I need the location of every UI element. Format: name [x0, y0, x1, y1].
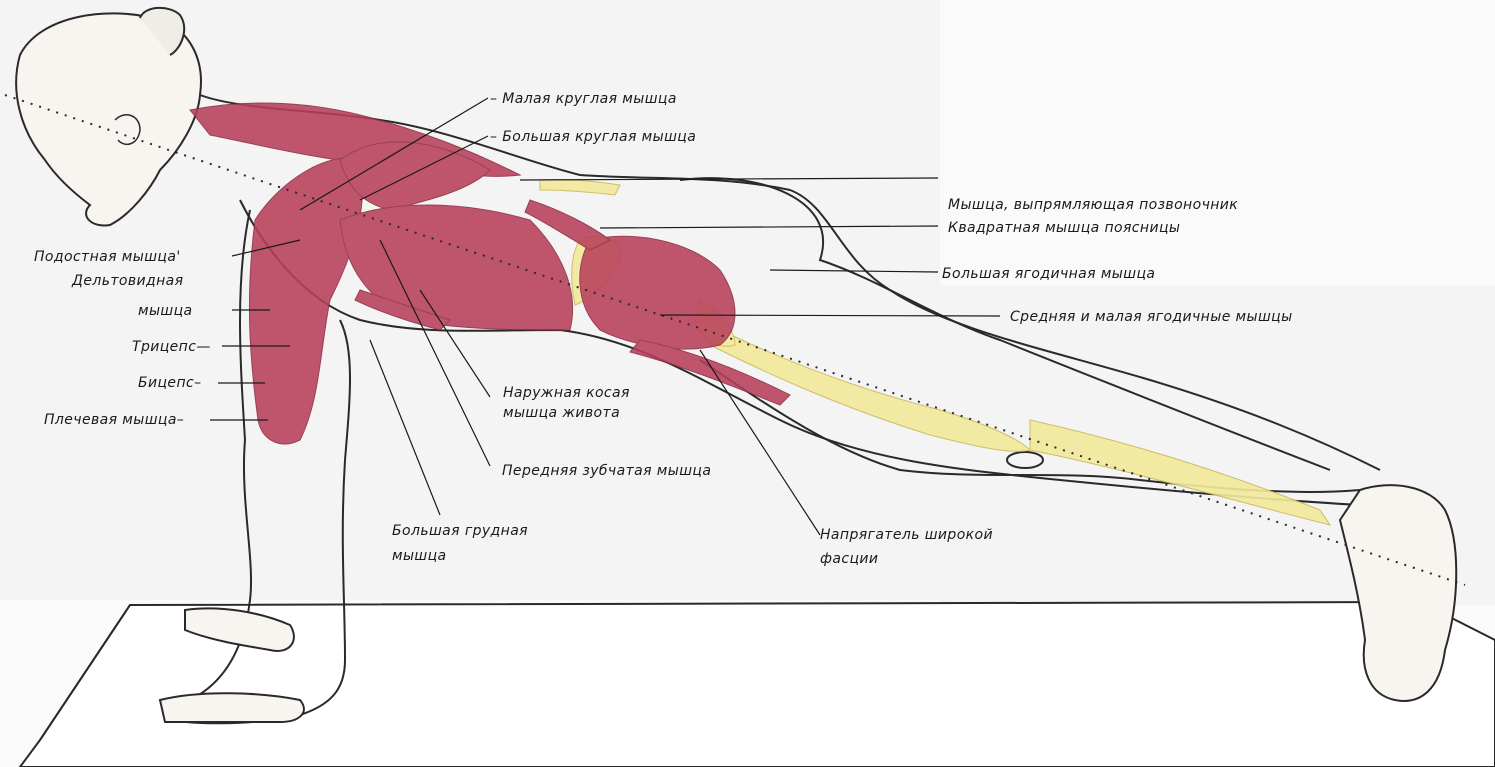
label-erector-spinae: Мышца, выпрямляющая позвоночник: [948, 196, 1238, 214]
label-tensor-fasciae-latae-line2: фасции: [820, 550, 878, 568]
label-gluteus-maximus: Большая ягодичная мышца: [942, 265, 1155, 283]
label-brachialis: Плечевая мышца–: [44, 411, 184, 429]
label-deltoid-line2: мышца: [138, 302, 193, 320]
label-biceps: Бицепс–: [138, 374, 202, 392]
label-external-oblique-line2: мышца живота: [503, 404, 620, 422]
label-triceps: Трицепс—: [132, 338, 211, 356]
label-teres-major: – Большая круглая мышца: [490, 128, 696, 146]
label-pectoralis-major-line1: Большая грудная: [392, 522, 528, 540]
label-serratus-anterior: Передняя зубчатая мышца: [502, 462, 711, 480]
label-external-oblique-line1: Наружная косая: [503, 384, 630, 402]
label-infraspinatus: Подостная мышца': [34, 248, 181, 266]
label-teres-minor: – Малая круглая мышца: [490, 90, 677, 108]
label-tensor-fasciae-latae-line1: Напрягатель широкой: [820, 526, 993, 544]
label-gluteus-medius-minimus: Средняя и малая ягодичные мышцы: [1010, 308, 1293, 326]
label-deltoid-line1: Дельтовидная: [72, 272, 183, 290]
label-quadratus-lumborum: Квадратная мышца поясницы: [948, 219, 1180, 237]
label-pectoralis-major-line2: мышца: [392, 547, 447, 565]
